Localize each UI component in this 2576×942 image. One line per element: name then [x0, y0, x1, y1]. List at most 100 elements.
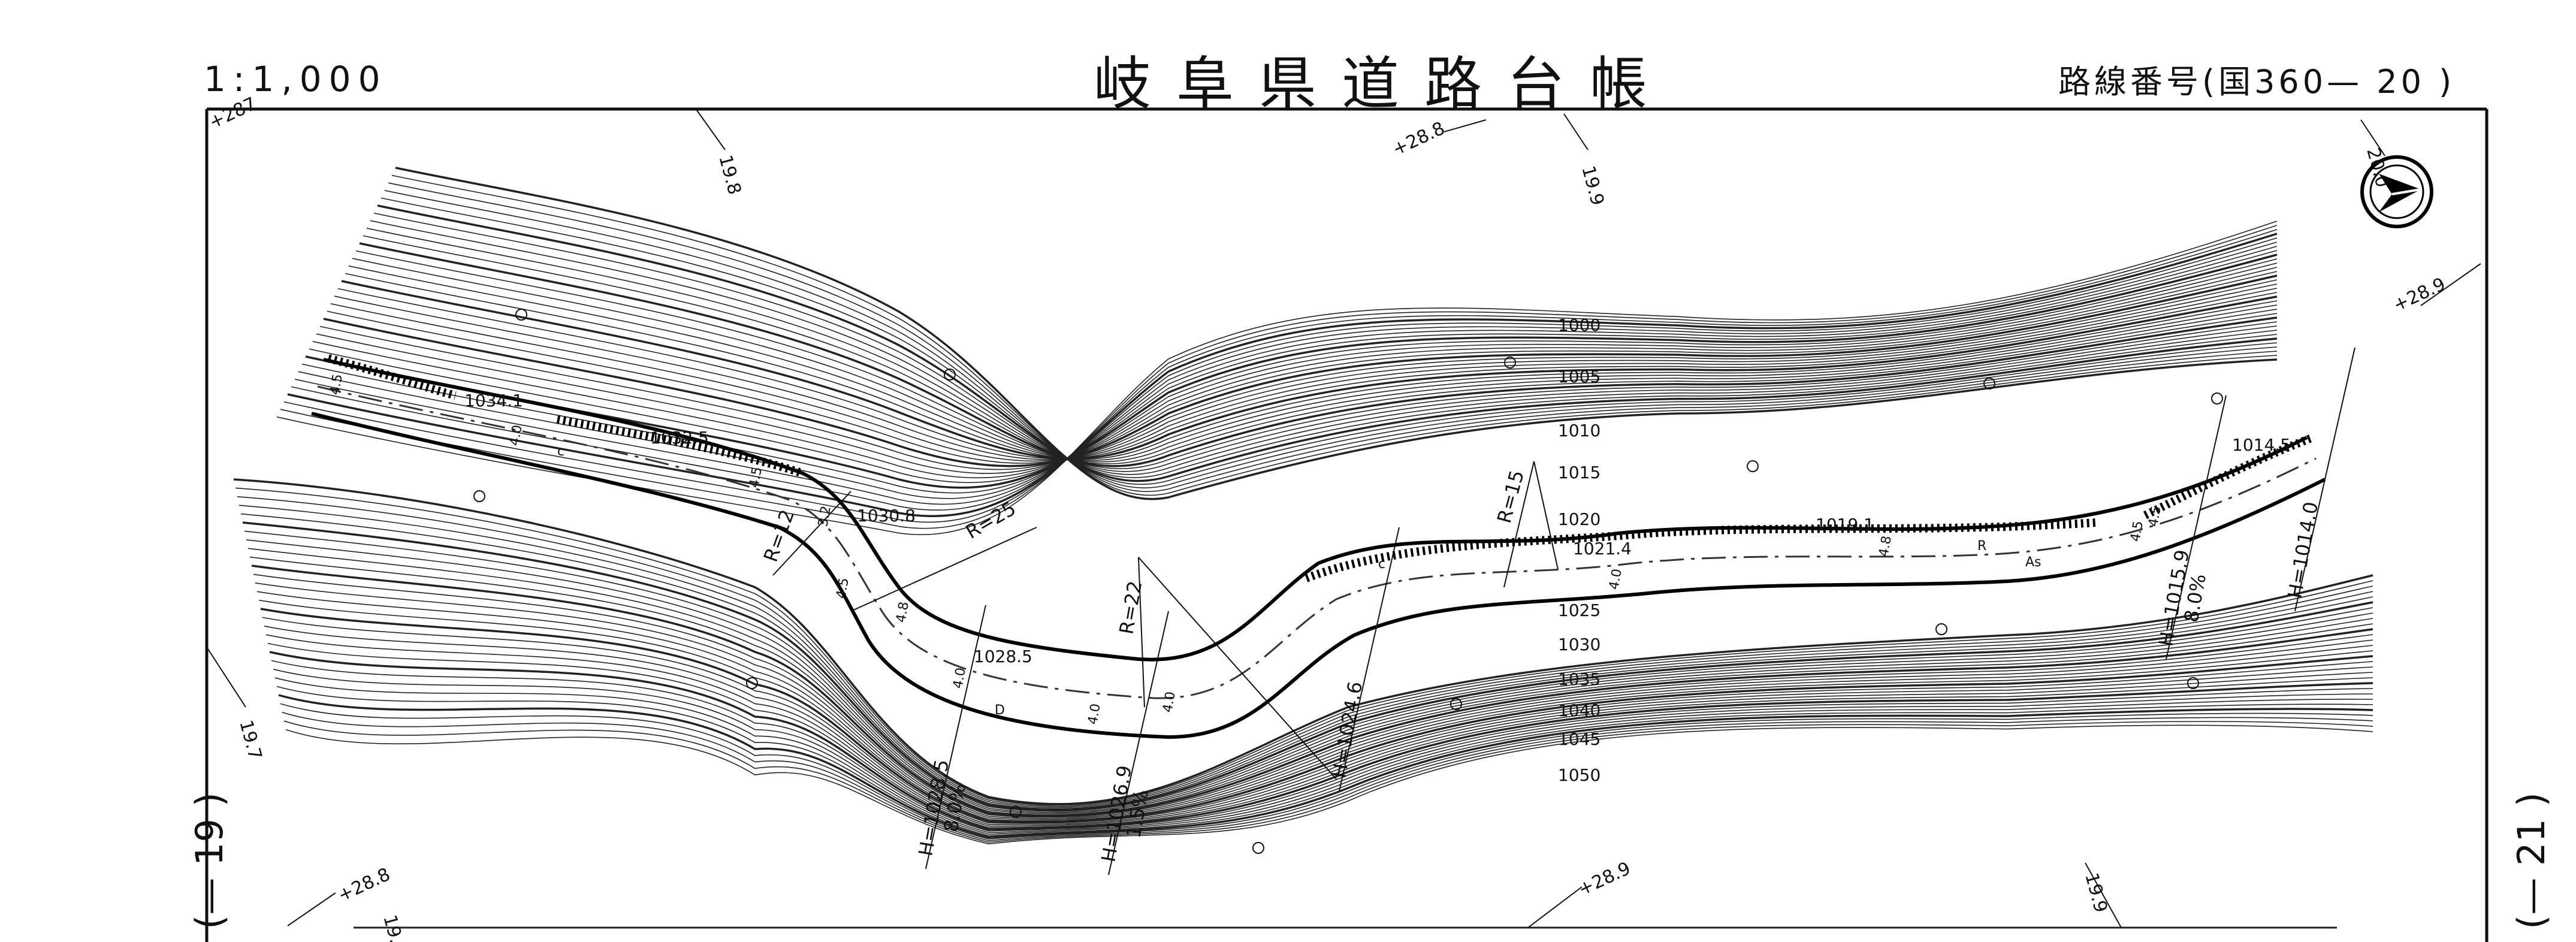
- contour-line: [278, 694, 2373, 839]
- station-tick: [287, 892, 336, 926]
- curve-leader: [1503, 461, 1535, 588]
- road-mark-label: R: [1977, 539, 1986, 554]
- station-tick: [1563, 113, 1589, 150]
- grade-leader: [1339, 527, 1400, 792]
- survey-point-icon: [1010, 806, 1022, 818]
- contour-line: [327, 279, 2278, 464]
- contour-line: [238, 505, 2373, 808]
- contour-label: 1030: [1558, 635, 1600, 654]
- contour-line: [276, 221, 2278, 535]
- elevation-label: 1032.5: [650, 428, 709, 448]
- contour-line: [309, 258, 2278, 484]
- station-tick: [2360, 119, 2385, 156]
- elevation-label: 1014.5: [2232, 435, 2291, 455]
- road-mark-label: D: [995, 703, 1005, 718]
- contour-line: [242, 521, 2373, 811]
- contour-line: [273, 669, 2373, 834]
- contour-line: [280, 225, 2278, 529]
- station-label: 19.7: [235, 718, 265, 762]
- survey-point-icon: [746, 677, 758, 689]
- survey-point-icon: [1450, 698, 1462, 710]
- width-label: 4.0: [1606, 567, 1625, 591]
- contour-line: [337, 288, 2278, 460]
- station-label: 19.8: [714, 153, 745, 197]
- station-label: 19.9: [1577, 164, 1608, 208]
- contour-line: [283, 720, 2373, 843]
- contour-line: [366, 228, 2278, 472]
- width-label: 4.5: [327, 373, 346, 396]
- contour-line: [280, 703, 2373, 840]
- station-tick: [2420, 263, 2481, 306]
- grade-leader: [2166, 395, 2227, 660]
- contour-line: [388, 182, 2278, 493]
- road-edge-south: [311, 412, 2326, 739]
- width-label: 4.5: [833, 576, 852, 600]
- contour-line: [271, 660, 2373, 832]
- station-tick: [2085, 862, 2122, 928]
- width-label: 4.5: [2146, 505, 2164, 528]
- station-tick: [694, 107, 726, 150]
- grade-leader: [2294, 347, 2355, 612]
- contour-line: [249, 556, 2373, 816]
- contour-line: [359, 242, 2278, 467]
- survey-point-icon: [2187, 677, 2199, 689]
- contour-label: 1050: [1558, 765, 1600, 785]
- survey-point-icon: [473, 490, 485, 502]
- contour-line: [384, 190, 2278, 488]
- station-label: +28.9: [2390, 274, 2449, 316]
- station-label: +28.8: [1390, 118, 1448, 161]
- survey-point-icon: [1935, 623, 1947, 635]
- retaining-wall-east: [1304, 518, 2098, 582]
- contour-line: [283, 229, 2278, 523]
- road-mark-label: c: [557, 444, 564, 459]
- station-label: +287: [206, 93, 259, 134]
- elevation-label: 1034.1: [464, 391, 523, 410]
- curve-radius-label: R=15: [1493, 468, 1529, 526]
- width-label: 4.0: [1160, 690, 1179, 714]
- contour-label: 1025: [1558, 600, 1600, 620]
- north-arrow-icon: [2360, 155, 2433, 228]
- width-label: 4.0: [1085, 702, 1104, 726]
- curve-leader: [850, 527, 1037, 612]
- contour-label: 1005: [1558, 367, 1600, 387]
- contour-line: [265, 634, 2373, 827]
- contour-line: [298, 246, 2278, 499]
- contour-line: [233, 478, 2373, 805]
- curve-leader: [1138, 557, 1337, 780]
- curve-leader: [772, 491, 851, 576]
- contour-line: [282, 712, 2373, 841]
- width-label: 4.0: [950, 666, 969, 690]
- contour-line: [255, 582, 2373, 819]
- contour-label: 1015: [1558, 463, 1600, 482]
- grade-leader: [1108, 611, 1169, 875]
- station-tick: [206, 647, 246, 708]
- road-centerline: [317, 385, 2317, 699]
- contour-line: [285, 724, 2373, 845]
- contour-line: [330, 283, 2278, 462]
- curve-leader: [1138, 557, 1145, 708]
- contour-line: [316, 267, 2278, 474]
- contour-line: [269, 651, 2373, 831]
- survey-point-icon: [1252, 842, 1264, 854]
- width-label: 4.5: [747, 466, 765, 489]
- contour-line: [391, 174, 2278, 496]
- elevation-label: 1028.5: [974, 647, 1032, 666]
- survey-point-icon: [1504, 357, 1516, 369]
- station-tick: [1527, 886, 1583, 928]
- contour-line: [355, 250, 2278, 464]
- contour-line: [294, 241, 2278, 505]
- contour-line: [253, 573, 2373, 818]
- contour-line: [312, 262, 2278, 479]
- width-label: 4.8: [1876, 535, 1895, 558]
- width-label: 3.2: [816, 505, 834, 528]
- contour-line: [370, 220, 2278, 475]
- retaining-wall-far-east: [2143, 433, 2315, 520]
- contour-line: [274, 677, 2373, 835]
- page-title: 岐阜県道路台帳: [1094, 50, 1672, 117]
- contour-line: [276, 686, 2373, 837]
- survey-point-icon: [944, 369, 956, 381]
- contour-line: [380, 197, 2278, 485]
- contour-line: [352, 258, 2278, 463]
